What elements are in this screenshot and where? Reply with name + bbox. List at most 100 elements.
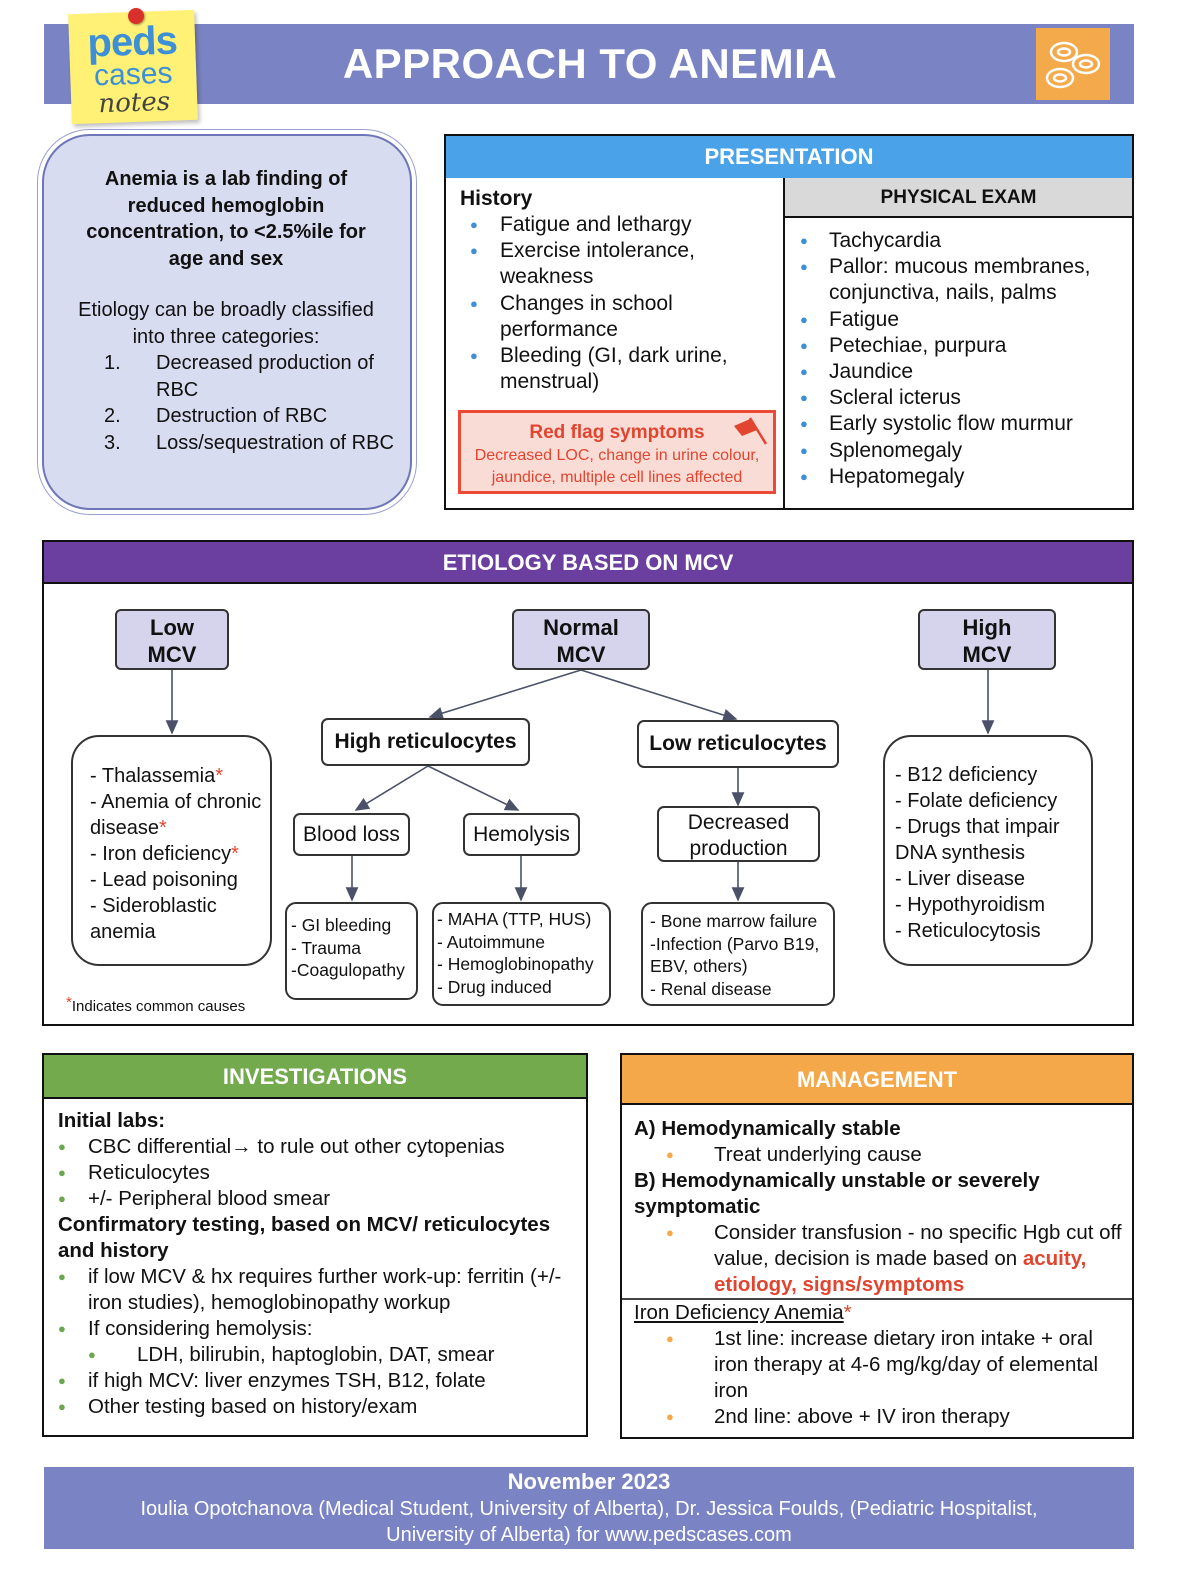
list-item: - Lead poisoning bbox=[90, 869, 238, 891]
list-item: Changes in school performance bbox=[470, 291, 780, 343]
investigations-panel bbox=[42, 1053, 588, 1437]
red-blood-cells-icon bbox=[1036, 28, 1110, 100]
blood-loss-causes: - GI bleeding - Trauma -Coagulopathy bbox=[285, 902, 418, 1000]
divider bbox=[622, 1298, 1132, 1300]
list-item: if high MCV: liver enzymes TSH, B12, fol… bbox=[58, 1368, 578, 1394]
iron-deficiency-heading: Iron Deficiency Anemia* bbox=[634, 1301, 852, 1324]
confirmatory-heading: Confirmatory testing, based on MCV/ reti… bbox=[58, 1213, 551, 1262]
list-item: 1st line: increase dietary iron intake +… bbox=[634, 1326, 1126, 1404]
list-item: Reticulocytes bbox=[58, 1160, 578, 1186]
list-item: - Autoimmune bbox=[437, 931, 545, 952]
etiology-heading: ETIOLOGY BASED ON MCV bbox=[44, 542, 1132, 584]
high-mcv-causes: - B12 deficiency - Folate deficiency - D… bbox=[883, 735, 1093, 966]
list-item: 1.Decreased production of RBC bbox=[104, 352, 374, 401]
normal-mcv-box: Normal MCV bbox=[512, 609, 650, 670]
list-item: - Drugs that impair DNA synthesis bbox=[895, 816, 1060, 864]
list-item: Bleeding (GI, dark urine, menstrual) bbox=[470, 343, 780, 395]
list-item: Fatigue and lethargy bbox=[470, 212, 780, 238]
definition-panel bbox=[42, 134, 412, 510]
header-band: APPROACH TO ANEMIA bbox=[44, 24, 1134, 104]
decreased-production-box: Decreased production bbox=[657, 806, 820, 862]
initial-labs-heading: Initial labs: bbox=[58, 1109, 166, 1132]
list-item: - Liver disease bbox=[895, 868, 1026, 890]
list-item: - GI bleeding bbox=[291, 915, 392, 935]
list-item: - Bone marrow failure bbox=[650, 911, 818, 931]
list-item: Exercise intolerance, weakness bbox=[470, 238, 780, 290]
confirmatory-list: if low MCV & hx requires further work-up… bbox=[58, 1264, 578, 1420]
divider bbox=[783, 178, 785, 508]
list-item: 2nd line: above + IV iron therapy bbox=[634, 1404, 1126, 1430]
footer-credits: Ioulia Opotchanova (Medical Student, Uni… bbox=[140, 1497, 1038, 1547]
pushpin-icon bbox=[128, 8, 144, 24]
unstable-heading: B) Hemodynamically unstable or severely … bbox=[634, 1169, 1040, 1218]
high-mcv-box: High MCV bbox=[918, 609, 1056, 670]
list-item: Treat underlying cause bbox=[634, 1142, 1126, 1168]
stable-list: Treat underlying cause bbox=[634, 1142, 1126, 1168]
list-item: Consider transfusion - no specific Hgb c… bbox=[634, 1220, 1126, 1298]
list-item: -Infection (Parvo B19, EBV, others) bbox=[650, 933, 820, 977]
presentation-heading: PRESENTATION bbox=[446, 136, 1132, 178]
list-item: - Thalassemia* bbox=[90, 765, 224, 787]
stable-heading: A) Hemodynamically stable bbox=[634, 1117, 901, 1140]
list-item: CBC differential→ to rule out other cyto… bbox=[58, 1134, 578, 1160]
history-heading: History bbox=[460, 187, 533, 210]
list-item: Pallor: mucous membranes, conjunctiva, n… bbox=[800, 254, 1130, 306]
management-panel bbox=[620, 1053, 1134, 1439]
low-reticulocytes-box: Low reticulocytes bbox=[637, 720, 839, 768]
list-item: Jaundice bbox=[800, 359, 1130, 385]
history-list: Fatigue and lethargy Exercise intoleranc… bbox=[470, 212, 780, 395]
iron-deficiency-list: 1st line: increase dietary iron intake +… bbox=[634, 1326, 1126, 1430]
list-item: Tachycardia bbox=[800, 228, 1130, 254]
investigations-content: Initial labs: CBC differential→ to rule … bbox=[58, 1108, 578, 1420]
list-item: - Iron deficiency* bbox=[90, 843, 239, 865]
footer-date: November 2023 bbox=[507, 1469, 671, 1494]
logo-line-3: notes bbox=[97, 86, 171, 120]
hemolysis-box: Hemolysis bbox=[463, 813, 580, 856]
list-item: Scleral icterus bbox=[800, 385, 1130, 411]
etiology-panel bbox=[42, 540, 1134, 1026]
footer: November 2023 Ioulia Opotchanova (Medica… bbox=[44, 1467, 1134, 1549]
list-item: Splenomegaly bbox=[800, 438, 1130, 464]
physical-exam-list: Tachycardia Pallor: mucous membranes, co… bbox=[800, 228, 1130, 490]
list-item: Hepatomegaly bbox=[800, 464, 1130, 490]
list-item: 2.Destruction of RBC bbox=[104, 405, 328, 427]
list-item: - Trauma bbox=[291, 937, 362, 958]
common-causes-note: *Indicates common causes bbox=[66, 994, 246, 1015]
unstable-list: Consider transfusion - no specific Hgb c… bbox=[634, 1220, 1126, 1298]
red-flag-icon bbox=[728, 416, 768, 446]
list-item: - B12 deficiency bbox=[895, 764, 1038, 786]
list-item: - Folate deficiency bbox=[895, 790, 1058, 812]
list-item: Other testing based on history/exam bbox=[58, 1394, 578, 1420]
hemolysis-causes: - MAHA (TTP, HUS) - Autoimmune - Hemoglo… bbox=[432, 902, 611, 1006]
list-item: - MAHA (TTP, HUS) bbox=[437, 909, 592, 929]
red-flag-box: Red flag symptoms Decreased LOC, change … bbox=[458, 410, 776, 494]
blood-loss-box: Blood loss bbox=[293, 813, 410, 856]
low-mcv-causes: - Thalassemia* - Anemia of chronic disea… bbox=[71, 735, 272, 966]
list-item: Fatigue bbox=[800, 307, 1130, 333]
management-content: A) Hemodynamically stable Treat underlyi… bbox=[634, 1116, 1126, 1298]
list-item: - Sideroblastic anemia bbox=[90, 895, 217, 943]
list-item: - Drug induced bbox=[437, 976, 552, 997]
investigations-heading: INVESTIGATIONS bbox=[44, 1055, 586, 1099]
list-item: - Hemoglobinopathy bbox=[437, 954, 594, 974]
list-item: 3.Loss/sequestration of RBC bbox=[104, 431, 394, 454]
management-heading: MANAGEMENT bbox=[622, 1055, 1132, 1105]
list-item: - Anemia of chronic disease* bbox=[90, 791, 262, 839]
anemia-definition: Anemia is a lab finding of reduced hemog… bbox=[86, 168, 366, 270]
list-item: If considering hemolysis: bbox=[58, 1316, 578, 1342]
list-item: Petechiae, purpura bbox=[800, 333, 1130, 359]
list-item: +/- Peripheral blood smear bbox=[58, 1186, 578, 1212]
presentation-panel bbox=[444, 134, 1134, 510]
decreased-production-causes: - Bone marrow failure -Infection (Parvo … bbox=[641, 902, 835, 1006]
low-mcv-box: Low MCV bbox=[115, 609, 229, 670]
list-item: - Hypothyroidism bbox=[895, 894, 1046, 916]
list-item: if low MCV & hx requires further work-up… bbox=[58, 1264, 578, 1316]
page-title: APPROACH TO ANEMIA bbox=[342, 40, 838, 87]
red-flag-text: Decreased LOC, change in urine colour, j… bbox=[474, 447, 760, 486]
list-item: Early systolic flow murmur bbox=[800, 411, 1130, 437]
pedscases-notes-logo: peds cases notes bbox=[68, 9, 198, 125]
etiology-intro: Etiology can be broadly classified into … bbox=[78, 299, 374, 348]
etiology-categories: 1.Decreased production of RBC 2.Destruct… bbox=[104, 350, 394, 456]
list-item: - Reticulocytosis bbox=[895, 920, 1041, 942]
physical-exam-heading: PHYSICAL EXAM bbox=[785, 178, 1132, 218]
